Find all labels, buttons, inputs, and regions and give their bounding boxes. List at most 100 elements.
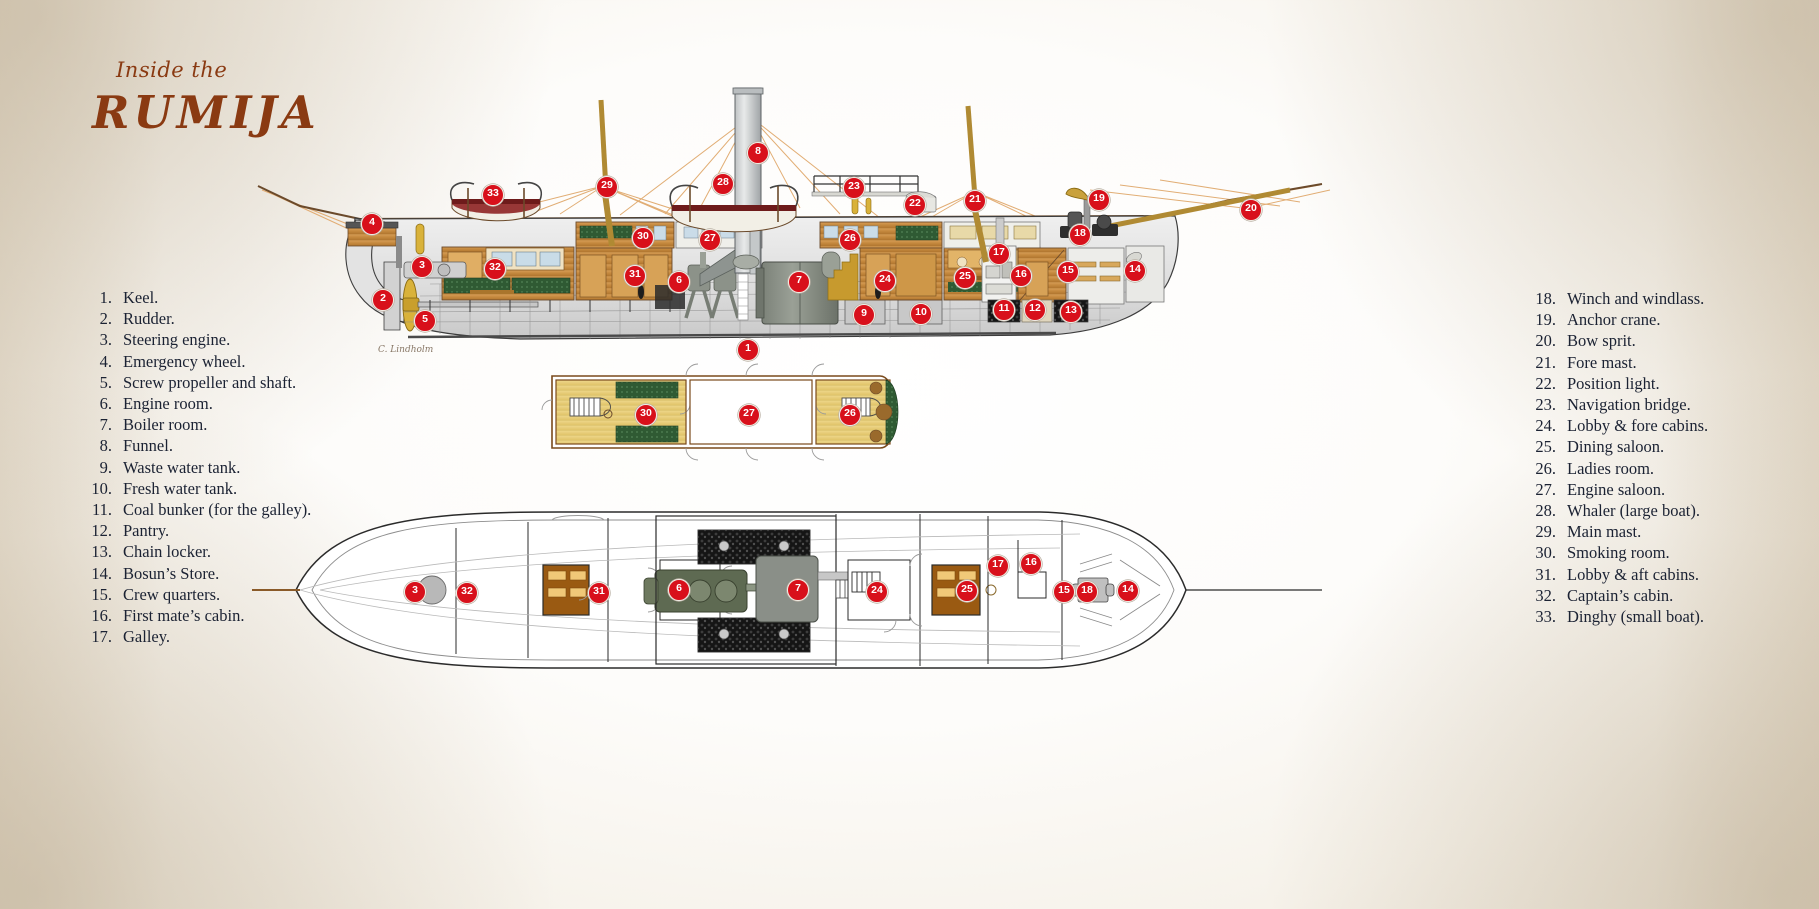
legend-item-number: 5. [99,372,112,392]
callout-marker-16[interactable]: 16 [1020,553,1042,575]
callout-marker-30[interactable]: 30 [632,227,654,249]
legend-item-number: 18. [1535,289,1556,308]
legend-item-number: 22. [1535,373,1556,393]
legend-left: 1.Keel.2.Rudder.3.Steering engine.4.Emer… [80,287,410,647]
legend-item-number: 8. [99,436,112,456]
callout-marker-25[interactable]: 25 [954,267,976,289]
legend-item-number: 14. [91,563,112,583]
callout-marker-17[interactable]: 17 [988,243,1010,265]
legend-item: 20.Bow sprit. [1524,330,1819,351]
callout-marker-22[interactable]: 22 [904,194,926,216]
legend-item-label: Bow sprit. [1567,331,1636,351]
callout-marker-3[interactable]: 3 [404,581,426,603]
callout-marker-13[interactable]: 13 [1060,301,1082,323]
callout-marker-31[interactable]: 31 [624,265,646,287]
legend-item: 7.Boiler room. [80,414,410,435]
legend-item: 28.Whaler (large boat). [1524,500,1819,521]
screw-propeller [402,278,539,332]
legend-item: 4.Emergency wheel. [80,351,410,372]
legend-item-number: 27. [1535,479,1556,499]
callout-marker-21[interactable]: 21 [964,190,986,212]
callout-marker-2[interactable]: 2 [372,289,394,311]
callout-marker-3[interactable]: 3 [411,256,433,278]
legend-item-label: Smoking room. [1567,543,1670,563]
callout-marker-10[interactable]: 10 [910,303,932,325]
callout-marker-24[interactable]: 24 [874,270,896,292]
legend-item-label: Waste water tank. [123,457,241,477]
deck-plan-view [252,511,1322,669]
legend-item-number: 4. [99,351,112,371]
legend-item: 6.Engine room. [80,393,410,414]
callout-marker-24[interactable]: 24 [866,581,888,603]
legend-item-number: 23. [1535,395,1556,415]
legend-item-label: Position light. [1567,373,1660,393]
room-ladies [819,221,943,249]
legend-item-label: Engine room. [123,394,213,414]
legend-item-number: 15. [91,584,112,604]
navigation-bridge [811,175,921,215]
callout-marker-25[interactable]: 25 [956,580,978,602]
funnel [699,87,764,287]
legend-item-label: Fore mast. [1567,352,1637,372]
legend-item: 10. Fresh water tank. [80,478,410,499]
legend-item-label: Pantry. [123,521,170,541]
callout-marker-18[interactable]: 18 [1076,581,1098,603]
callout-marker-6[interactable]: 6 [668,579,690,601]
callout-marker-28[interactable]: 28 [712,173,734,195]
dinghy-small-boat [449,181,543,222]
title-line-1: Inside the [116,58,228,82]
callout-marker-1[interactable]: 1 [737,339,759,361]
callout-marker-31[interactable]: 31 [588,582,610,604]
legend-item-number: 19. [1535,310,1556,330]
callout-marker-4[interactable]: 4 [361,213,383,235]
callout-marker-18[interactable]: 18 [1069,224,1091,246]
callout-marker-23[interactable]: 23 [843,177,865,199]
legend-right-list: 18.Winch and windlass.19.Anchor crane.20… [1524,288,1819,627]
legend-item-label: Galley. [123,627,171,647]
callout-marker-17[interactable]: 17 [987,555,1009,577]
callout-marker-15[interactable]: 15 [1053,581,1075,603]
legend-item: 16.First mate’s cabin. [80,605,410,626]
stairs-fore [827,253,859,301]
callout-marker-8[interactable]: 8 [747,142,769,164]
callout-marker-15[interactable]: 15 [1057,261,1079,283]
callout-marker-32[interactable]: 32 [456,582,478,604]
legend-item-label: Dining saloon. [1567,437,1665,457]
callout-marker-33[interactable]: 33 [482,184,504,206]
callout-marker-9[interactable]: 9 [853,304,875,326]
legend-item-label: Bosun’s Store. [123,563,220,583]
callout-marker-16[interactable]: 16 [1010,265,1032,287]
callout-marker-5[interactable]: 5 [414,310,436,332]
keel [407,331,1057,339]
callout-marker-27[interactable]: 27 [699,229,721,251]
legend-item-number: 10. [91,478,112,498]
callout-marker-14[interactable]: 14 [1117,580,1139,602]
callout-marker-26[interactable]: 26 [839,229,861,251]
legend-item-number: 17. [91,627,112,647]
legend-item-number: 26. [1535,458,1556,478]
legend-item-label: Fresh water tank. [123,478,238,498]
legend-item-number: 2. [99,309,112,329]
legend-item: 11.Coal bunker (for the galley). [80,499,410,520]
legend-item-number: 31. [1535,564,1556,584]
deck-railing [429,300,671,312]
callout-marker-14[interactable]: 14 [1124,260,1146,282]
callout-marker-11[interactable]: 11 [993,299,1015,321]
legend-item-label: Keel. [123,288,159,307]
legend-item-label: Boiler room. [123,415,208,435]
callout-marker-7[interactable]: 7 [787,579,809,601]
callout-marker-30[interactable]: 30 [635,404,657,426]
callout-marker-26[interactable]: 26 [839,404,861,426]
callout-marker-20[interactable]: 20 [1240,199,1262,221]
callout-marker-32[interactable]: 32 [484,258,506,280]
fore-mast-upper [965,105,978,199]
legend-item-label: Ladies room. [1567,458,1655,478]
callout-marker-27[interactable]: 27 [738,404,760,426]
callout-marker-19[interactable]: 19 [1088,189,1110,211]
callout-marker-29[interactable]: 29 [596,176,618,198]
legend-item-label: Steering engine. [123,330,231,350]
legend-item: 2.Rudder. [80,308,410,329]
callout-marker-7[interactable]: 7 [788,271,810,293]
callout-marker-12[interactable]: 12 [1024,299,1046,321]
callout-marker-6[interactable]: 6 [668,271,690,293]
